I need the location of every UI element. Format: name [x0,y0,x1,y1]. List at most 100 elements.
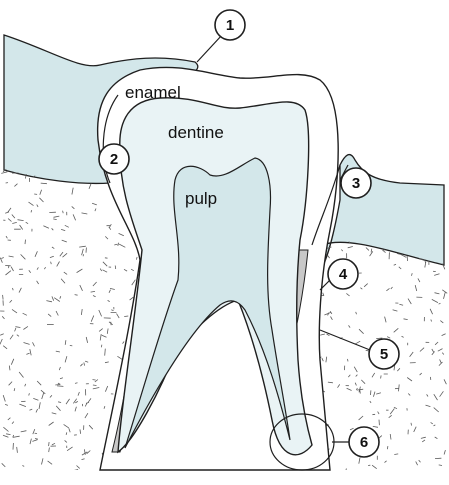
bone-speckle [25,221,29,225]
bone-speckle [434,292,440,295]
bone-speckle [369,400,372,404]
bone-speckle [19,224,24,230]
bone-speckle [74,294,78,296]
bone-speckle [12,435,20,438]
bone-speckle [84,402,88,407]
bone-speckle [129,296,134,301]
bone-speckle [92,387,100,390]
bone-speckle [47,460,53,465]
bone-speckle [427,161,429,164]
bone-speckle [430,319,432,322]
bone-speckle [53,215,60,218]
bone-speckle [82,254,85,257]
bone-speckle [36,204,39,208]
bone-speckle [43,225,50,229]
bone-speckle [100,344,103,348]
bone-speckle [11,309,18,314]
bone-speckle [13,388,16,392]
bone-speckle [32,428,36,435]
bone-speckle [327,254,330,259]
bone-speckle [414,179,417,182]
bone-speckle [2,345,8,350]
bone-speckle [77,391,80,396]
bone-speckle [62,210,64,214]
bone-speckle [384,316,387,323]
bone-speckle [2,294,4,300]
bone-speckle [425,404,431,407]
bone-speckle [356,387,358,391]
bone-speckle [321,357,324,362]
bone-speckle [415,461,418,466]
bone-speckle [410,422,412,426]
bone-speckle [439,359,442,364]
bone-speckle [20,254,26,260]
bone-speckle [341,249,344,252]
bone-speckle [36,267,39,270]
bone-speckle [35,408,38,413]
bone-speckle [103,405,106,409]
bone-speckle [371,464,377,470]
bone-speckle [438,302,441,305]
bone-speckle [68,428,71,433]
bone-speckle [358,386,361,393]
bone-speckle [418,257,423,260]
bone-speckle [376,392,382,395]
bone-speckle [64,356,68,363]
bone-speckle [55,405,61,411]
bone-speckle [28,270,32,274]
bone-speckle [322,292,325,297]
bone-speckle [358,328,364,334]
bone-speckle [347,374,351,378]
bone-speckle [117,242,120,247]
bone-speckle [28,393,30,396]
bone-speckle [25,174,27,179]
bone-speckle [399,169,401,173]
bone-speckle [349,427,354,431]
bone-speckle [87,398,92,403]
bone-speckle [44,266,46,270]
bone-speckle [397,368,401,372]
bone-speckle [439,391,444,397]
bone-speckle [56,261,60,267]
bone-speckle [401,254,407,258]
bone-speckle [88,424,94,430]
bone-speckle [1,171,8,174]
bone-speckle [123,268,128,272]
bone-speckle [386,288,390,292]
bone-speckle [51,442,56,446]
bone-speckle [384,460,387,463]
bone-speckle [15,326,21,328]
bone-speckle [443,292,446,300]
bone-speckle [0,338,3,345]
bone-speckle [20,430,27,433]
bone-speckle [337,384,341,388]
bone-speckle [8,381,13,386]
bone-speckle [34,432,38,434]
bone-speckle [434,273,440,276]
bone-speckle [397,174,403,179]
bone-speckle [88,183,92,190]
bone-speckle [12,287,14,291]
bone-speckle [114,265,117,270]
bone-speckle [18,371,24,378]
bone-speckle [130,268,134,272]
bone-speckle [438,361,443,366]
bone-speckle [399,303,404,306]
bone-speckle [46,300,53,303]
bone-speckle [14,183,18,187]
bone-speckle [92,295,96,298]
bone-speckle [30,209,33,213]
bone-speckle [90,291,96,293]
bone-speckle [16,446,18,453]
callout-6-number: 6 [360,434,368,451]
bone-speckle [383,250,386,253]
bone-speckle [32,439,38,442]
bone-speckle [443,379,447,385]
bone-speckle [98,328,103,332]
bone-speckle [40,182,47,185]
bone-speckle [361,379,366,384]
bone-speckle [48,442,50,447]
bone-speckle [101,334,107,338]
bone-speckle [6,433,11,435]
